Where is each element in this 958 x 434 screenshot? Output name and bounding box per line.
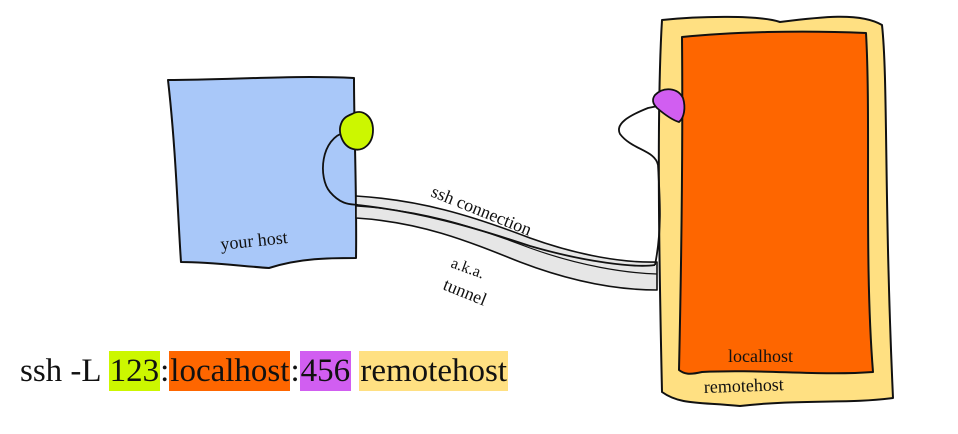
ssh-command: ssh -L 123 : localhost : 456 remotehost <box>20 350 508 392</box>
your-host-box <box>167 76 358 269</box>
remote-port-highlight: 456 <box>299 351 352 391</box>
localhost-label: localhost <box>728 346 793 366</box>
remote-host-highlight: remotehost <box>359 351 508 391</box>
local-port <box>339 111 374 151</box>
separator-2: : <box>290 353 300 389</box>
tunnel-tube <box>355 195 658 291</box>
localhost-box <box>678 30 874 375</box>
tunnel-label: tunnel <box>441 274 490 309</box>
separator-space <box>351 350 359 392</box>
remote-port <box>652 88 686 123</box>
local-port-highlight: 123 <box>108 351 161 391</box>
remotehost-label: remotehost <box>703 374 784 397</box>
dest-host-highlight: localhost <box>169 351 291 391</box>
separator-1: : <box>160 353 170 389</box>
command-prefix: ssh -L <box>20 353 109 389</box>
remote-wire <box>618 103 669 266</box>
local-wire <box>322 131 656 267</box>
